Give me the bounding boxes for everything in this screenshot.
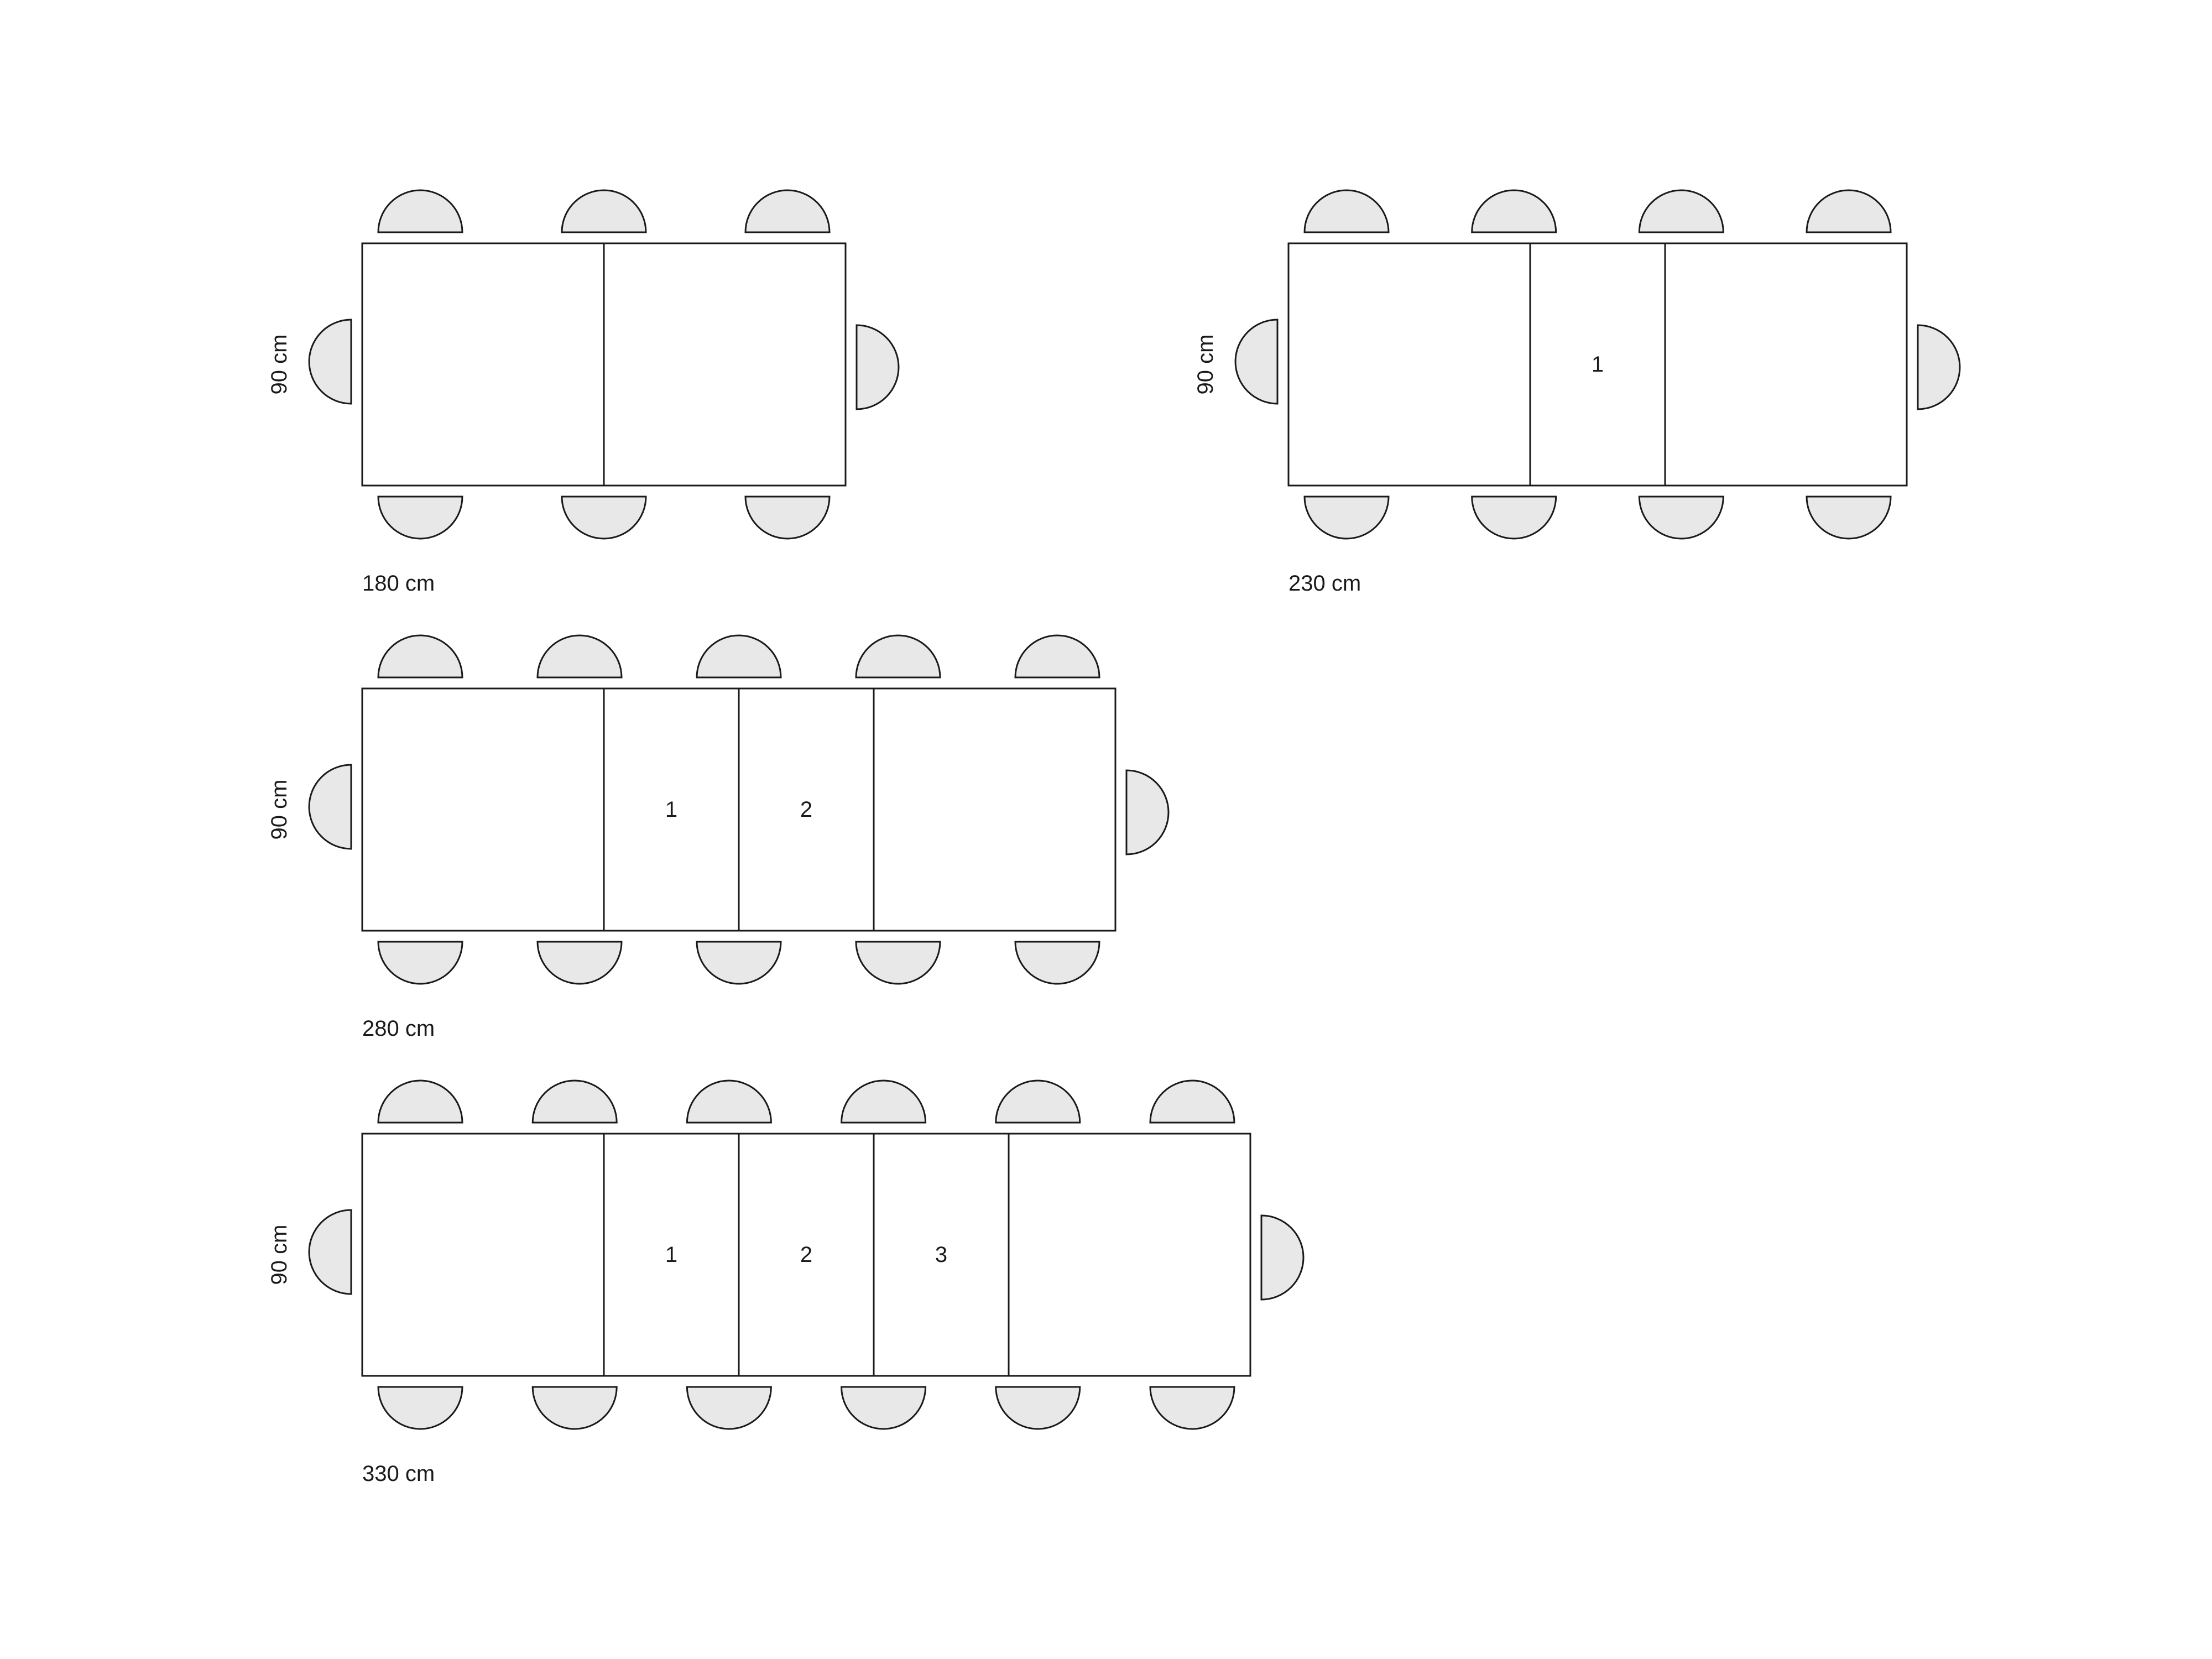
table-config-4: 1 2 3 90 cm 330 cm — [267, 1079, 1305, 1486]
width-label: 90 cm — [267, 335, 291, 395]
chair-top — [536, 634, 623, 679]
chair-left-end — [308, 764, 352, 850]
table-config-2: 1 90 cm 230 cm — [1193, 189, 1961, 596]
chair-bottom — [744, 495, 831, 540]
chair-top — [561, 189, 647, 233]
length-label: 330 cm — [362, 1462, 435, 1486]
width-label: 90 cm — [1193, 335, 1218, 395]
chair-bottom — [536, 941, 623, 985]
width-label: 90 cm — [267, 780, 291, 840]
chair-right-end — [1260, 1214, 1305, 1301]
extension-leaf-number: 1 — [1592, 352, 1604, 377]
chair-bottom — [1638, 495, 1724, 540]
chair-left-end — [308, 1209, 352, 1295]
length-label: 280 cm — [362, 1016, 435, 1041]
chair-bottom — [377, 941, 463, 985]
chair-top — [841, 1079, 927, 1124]
chair-top — [1806, 189, 1892, 233]
table-top — [1287, 242, 1908, 487]
width-label: 90 cm — [267, 1225, 291, 1285]
chair-top — [744, 189, 831, 233]
chair-right-end — [1917, 324, 1961, 410]
chair-bottom — [995, 1386, 1081, 1430]
table-config-1: 90 cm 180 cm — [267, 189, 900, 596]
chair-top — [377, 1079, 463, 1124]
chair-top — [995, 1079, 1081, 1124]
chair-bottom — [1303, 495, 1390, 540]
chair-right-end — [1125, 769, 1170, 855]
chair-top — [377, 634, 463, 679]
chair-bottom — [1471, 495, 1557, 540]
chair-top — [1149, 1079, 1235, 1124]
chair-bottom — [1014, 941, 1100, 985]
chair-top — [855, 634, 941, 679]
chair-bottom — [696, 941, 782, 985]
extension-leaf-number: 2 — [800, 1243, 812, 1267]
chair-left-end — [308, 319, 352, 405]
chair-top — [1303, 189, 1390, 233]
table-config-3: 1 2 90 cm 280 cm — [267, 634, 1170, 1041]
chair-right-end — [855, 324, 900, 410]
chair-top — [531, 1079, 618, 1124]
table-top — [361, 1133, 1251, 1377]
chair-bottom — [686, 1386, 772, 1430]
chair-top — [1014, 634, 1100, 679]
extension-leaf-number: 1 — [665, 797, 677, 822]
length-label: 180 cm — [362, 571, 435, 596]
extension-leaf-number: 1 — [665, 1243, 677, 1267]
chair-left-end — [1234, 319, 1279, 405]
chair-top — [1638, 189, 1724, 233]
chair-bottom — [377, 495, 463, 540]
chair-top — [686, 1079, 772, 1124]
chair-bottom — [1806, 495, 1892, 540]
chair-bottom — [531, 1386, 618, 1430]
chair-top — [377, 189, 463, 233]
chair-bottom — [841, 1386, 927, 1430]
chair-top — [696, 634, 782, 679]
extension-leaf-number: 3 — [935, 1243, 947, 1267]
chair-bottom — [561, 495, 647, 540]
chair-top — [1471, 189, 1557, 233]
extension-leaf-number: 2 — [800, 797, 812, 822]
chair-bottom — [1149, 1386, 1235, 1430]
chair-bottom — [855, 941, 941, 985]
chair-bottom — [377, 1386, 463, 1430]
length-label: 230 cm — [1288, 571, 1361, 596]
